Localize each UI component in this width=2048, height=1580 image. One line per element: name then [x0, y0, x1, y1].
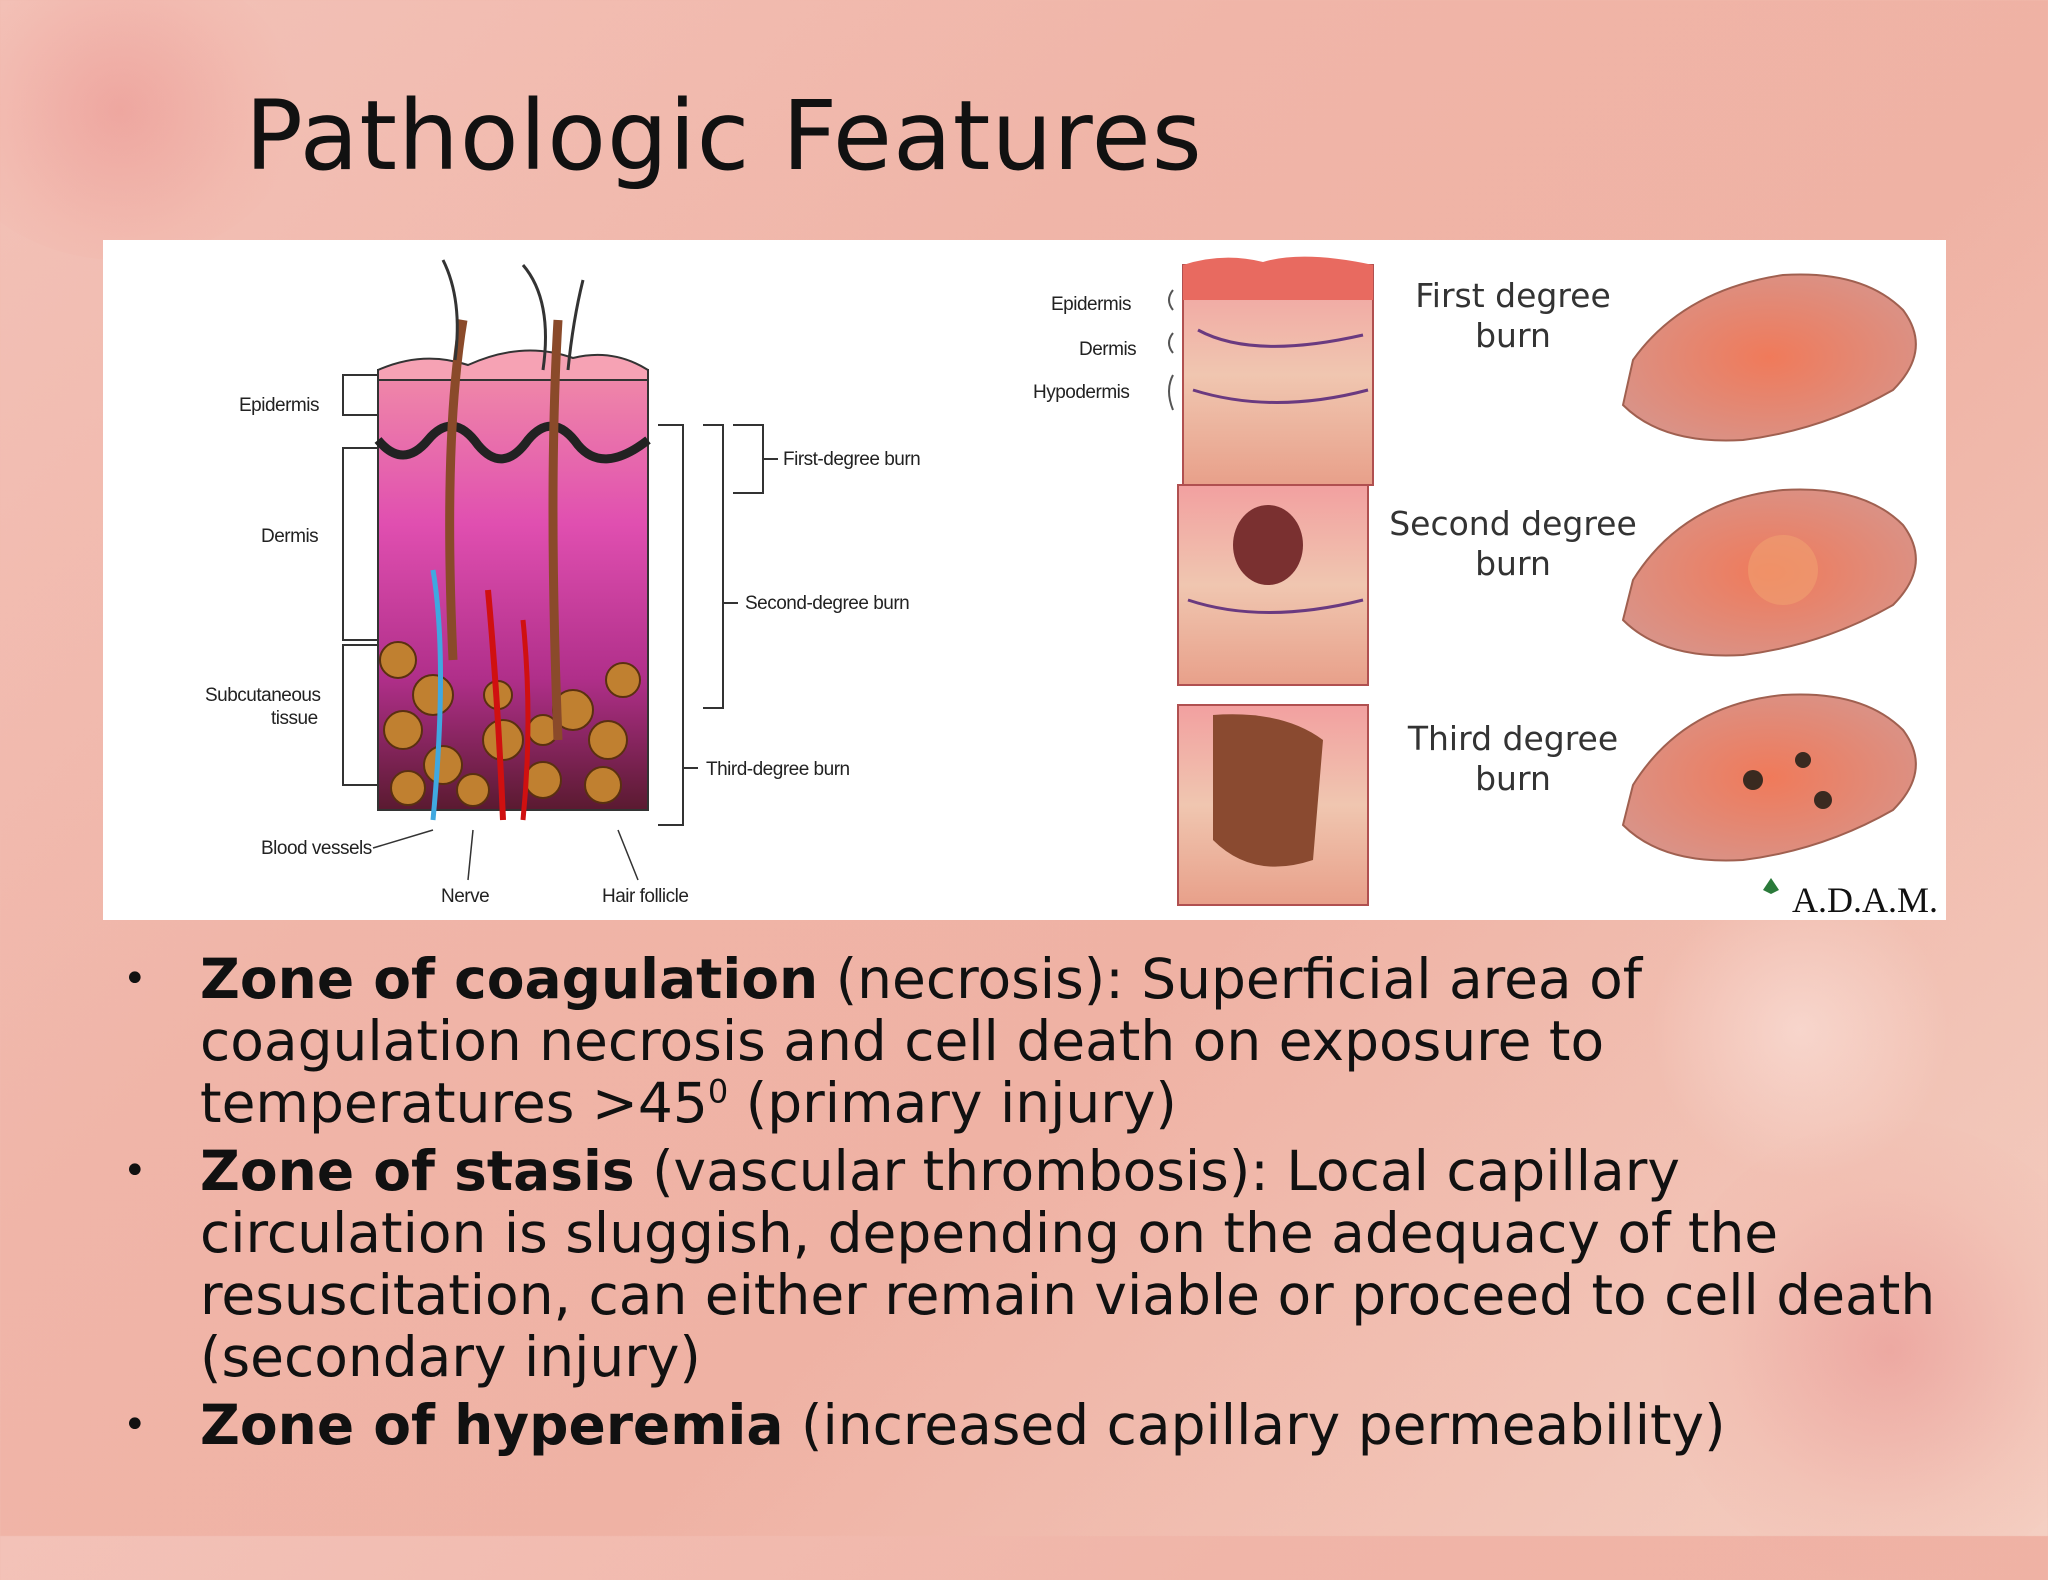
- skin-cross-section: [374, 259, 651, 821]
- bullet-text: (primary injury): [728, 1071, 1177, 1135]
- bullet-dot: •: [123, 956, 147, 1002]
- hand-first-degree: [1621, 273, 1917, 442]
- hand-third-degree: [1621, 693, 1917, 862]
- label-hair-follicle: Hair follicle: [602, 886, 688, 907]
- label-blood-vessels: Blood vessels: [261, 838, 372, 859]
- label-epidermis-right: Epidermis: [1051, 294, 1131, 315]
- bullet-list: • Zone of coagulation (necrosis): Superf…: [115, 948, 1945, 1462]
- label-hypodermis: Hypodermis: [1033, 382, 1129, 403]
- label-epidermis-left: Epidermis: [239, 395, 319, 416]
- burn-diagram-svg: Epidermis Dermis Subcutaneous tissue Blo…: [205, 256, 1938, 920]
- bullet-term: Zone of hyperemia: [200, 1393, 784, 1457]
- adam-credit: A.D.A.M.: [1792, 880, 1938, 920]
- label-nerve: Nerve: [441, 886, 489, 907]
- hand-second-degree: [1621, 488, 1917, 657]
- caption-first-degree-line1: First degree: [1415, 276, 1611, 315]
- bullet-term: Zone of stasis: [200, 1139, 635, 1203]
- caption-third-degree-line1: Third degree: [1407, 719, 1618, 758]
- bullet-term: Zone of coagulation: [200, 947, 819, 1011]
- skin-block-third-degree: [1177, 704, 1369, 906]
- slide-title: Pathologic Features: [245, 80, 1203, 192]
- bullet-text: (necrosis): Superficial area of coagulat…: [200, 947, 1643, 1135]
- burn-depth-figure: Epidermis Dermis Subcutaneous tissue Blo…: [103, 240, 1946, 920]
- label-third-degree-burn: Third-degree burn: [706, 759, 850, 780]
- skin-block-first-degree: [1182, 256, 1374, 486]
- label-dermis-right: Dermis: [1079, 339, 1136, 360]
- label-dermis-left: Dermis: [261, 526, 318, 547]
- left-layer-brackets: [342, 374, 378, 786]
- skin-block-second-degree: [1177, 484, 1369, 686]
- right-burn-brackets: [658, 424, 778, 826]
- bullet-dot: •: [123, 1402, 147, 1448]
- bullet-zone-of-stasis: • Zone of stasis (vascular thrombosis): …: [115, 1140, 1945, 1388]
- label-first-degree-burn: First-degree burn: [783, 449, 920, 470]
- label-subcutaneous: Subcutaneous: [205, 685, 321, 706]
- bullet-zone-of-hyperemia: • Zone of hyperemia (increased capillary…: [115, 1394, 1945, 1456]
- bullet-dot: •: [123, 1148, 147, 1194]
- label-tissue: tissue: [271, 708, 318, 729]
- right-layer-braces: [1168, 289, 1174, 411]
- label-second-degree-burn: Second-degree burn: [745, 593, 909, 614]
- caption-third-degree-line2: burn: [1475, 759, 1551, 798]
- caption-second-degree-line2: burn: [1475, 544, 1551, 583]
- bullet-text: (vascular thrombosis): Local capillary c…: [200, 1139, 1936, 1389]
- bullet-superscript: 0: [707, 1072, 729, 1111]
- adam-leaf-icon: [1763, 878, 1779, 894]
- bullet-text: (increased capillary permeability): [783, 1393, 1726, 1457]
- caption-first-degree-line2: burn: [1475, 316, 1551, 355]
- bullet-zone-of-coagulation: • Zone of coagulation (necrosis): Superf…: [115, 948, 1945, 1134]
- caption-second-degree-line1: Second degree: [1389, 504, 1637, 543]
